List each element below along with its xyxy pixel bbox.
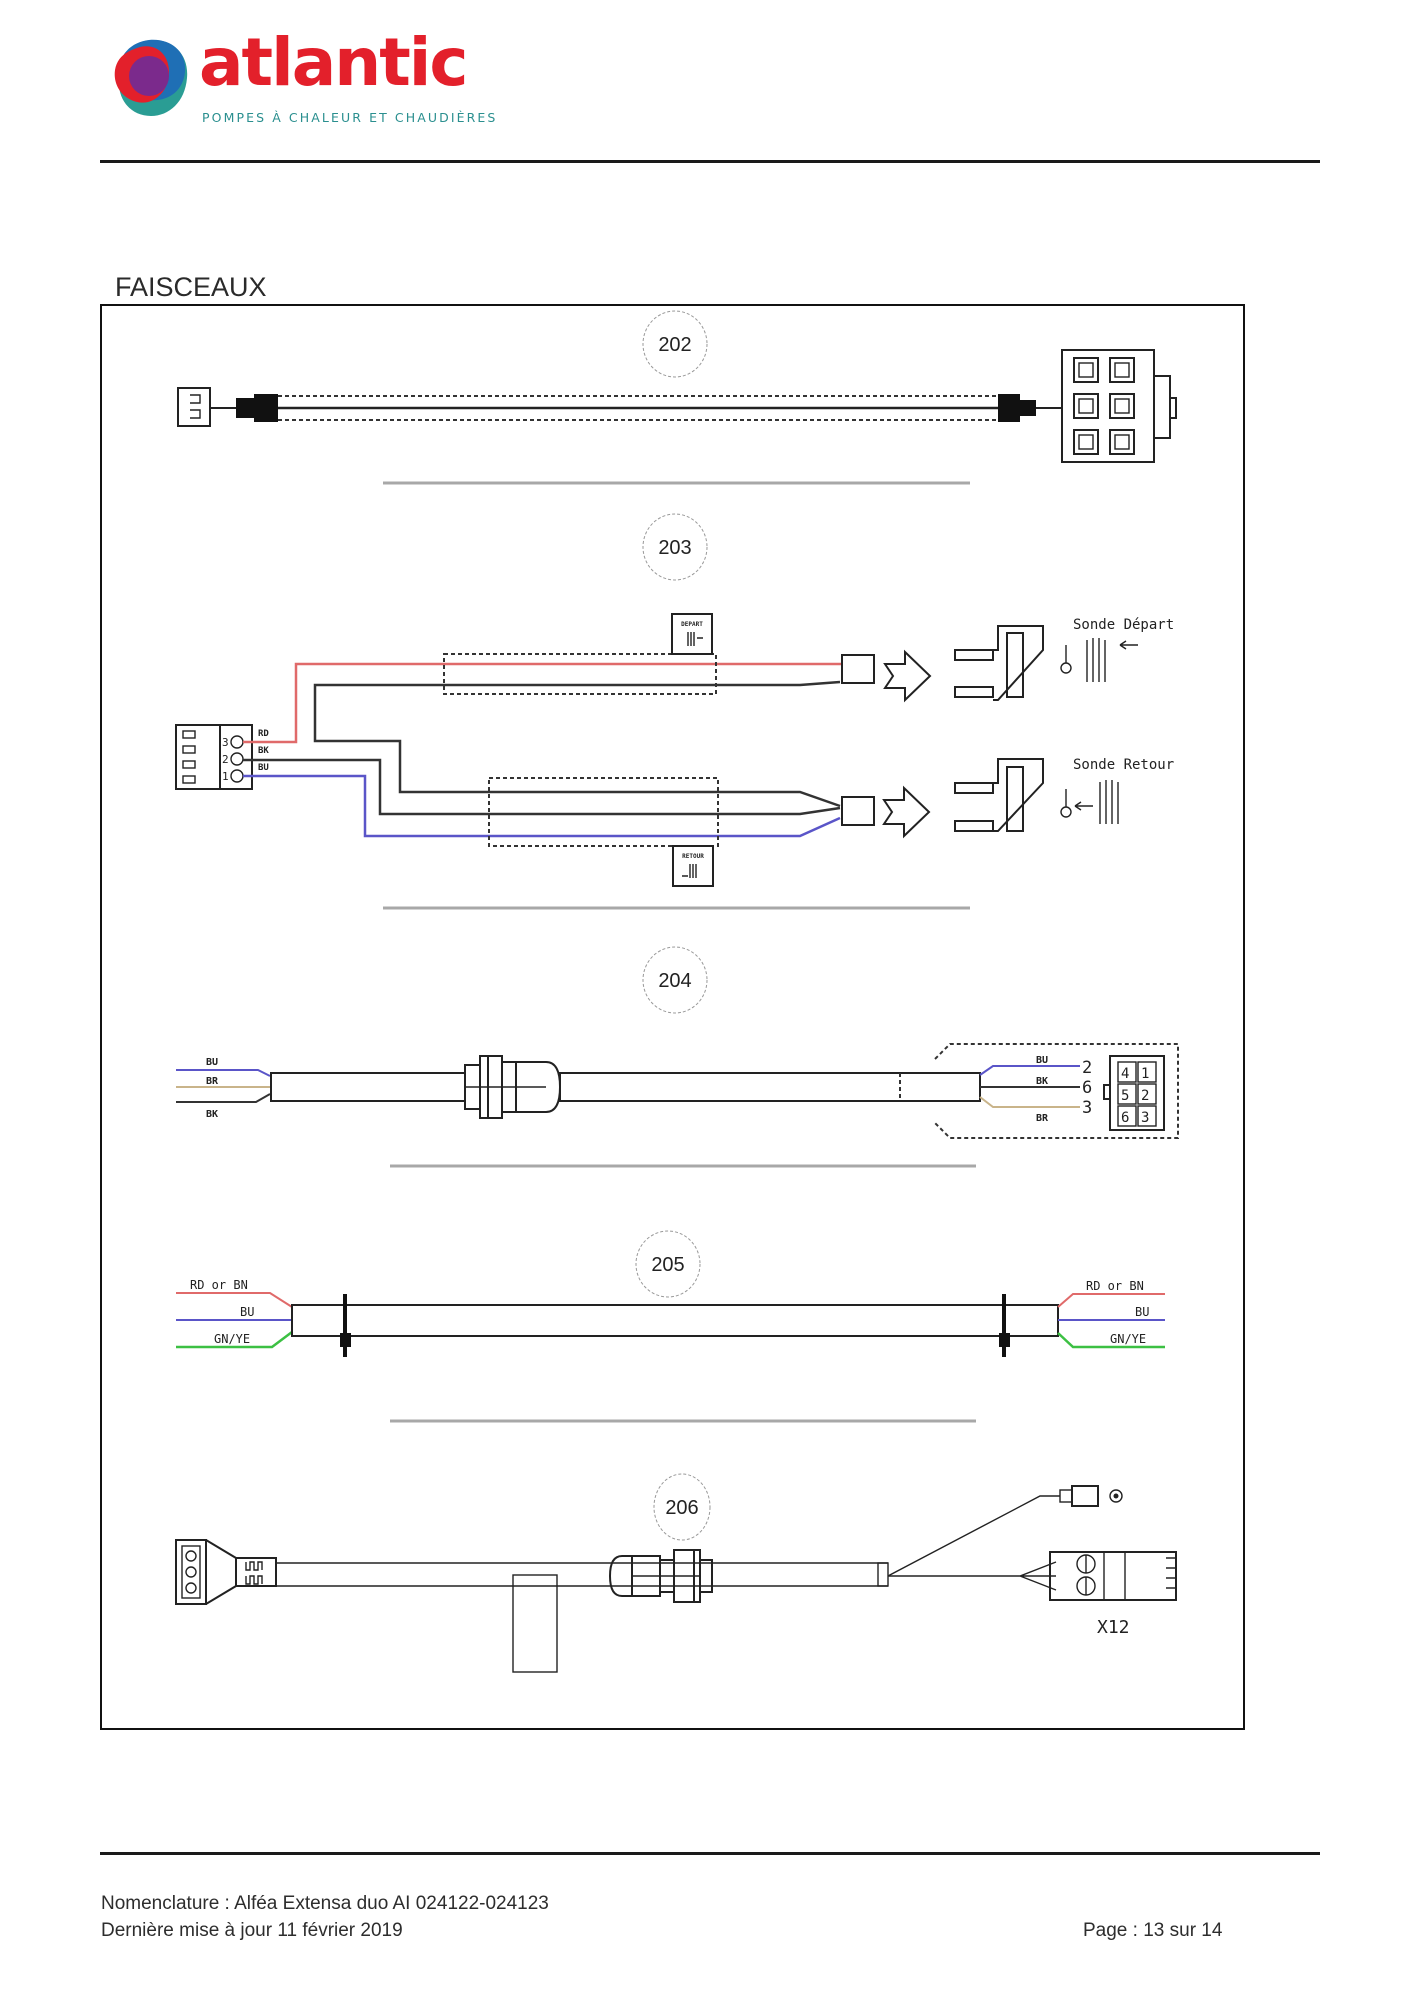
page-number: Page : 13 sur 14	[1083, 1920, 1223, 1941]
brand-wordmark: atlantic	[199, 24, 469, 101]
header-divider	[100, 160, 1320, 163]
footer-divider	[100, 1852, 1320, 1855]
footer-nomenclature: Nomenclature : Alféa Extensa duo AI 0241…	[101, 1893, 549, 1914]
brand-logo: atlantic POMPES À CHALEUR ET CHAUDIÈRES	[113, 30, 495, 128]
footer-last-update: Dernière mise à jour 11 février 2019	[101, 1920, 403, 1941]
brand-tagline: POMPES À CHALEUR ET CHAUDIÈRES	[202, 110, 498, 125]
section-title: FAISCEAUX	[115, 272, 267, 302]
logo-emblem-icon	[114, 39, 188, 116]
diagram-frame	[100, 304, 1245, 1730]
